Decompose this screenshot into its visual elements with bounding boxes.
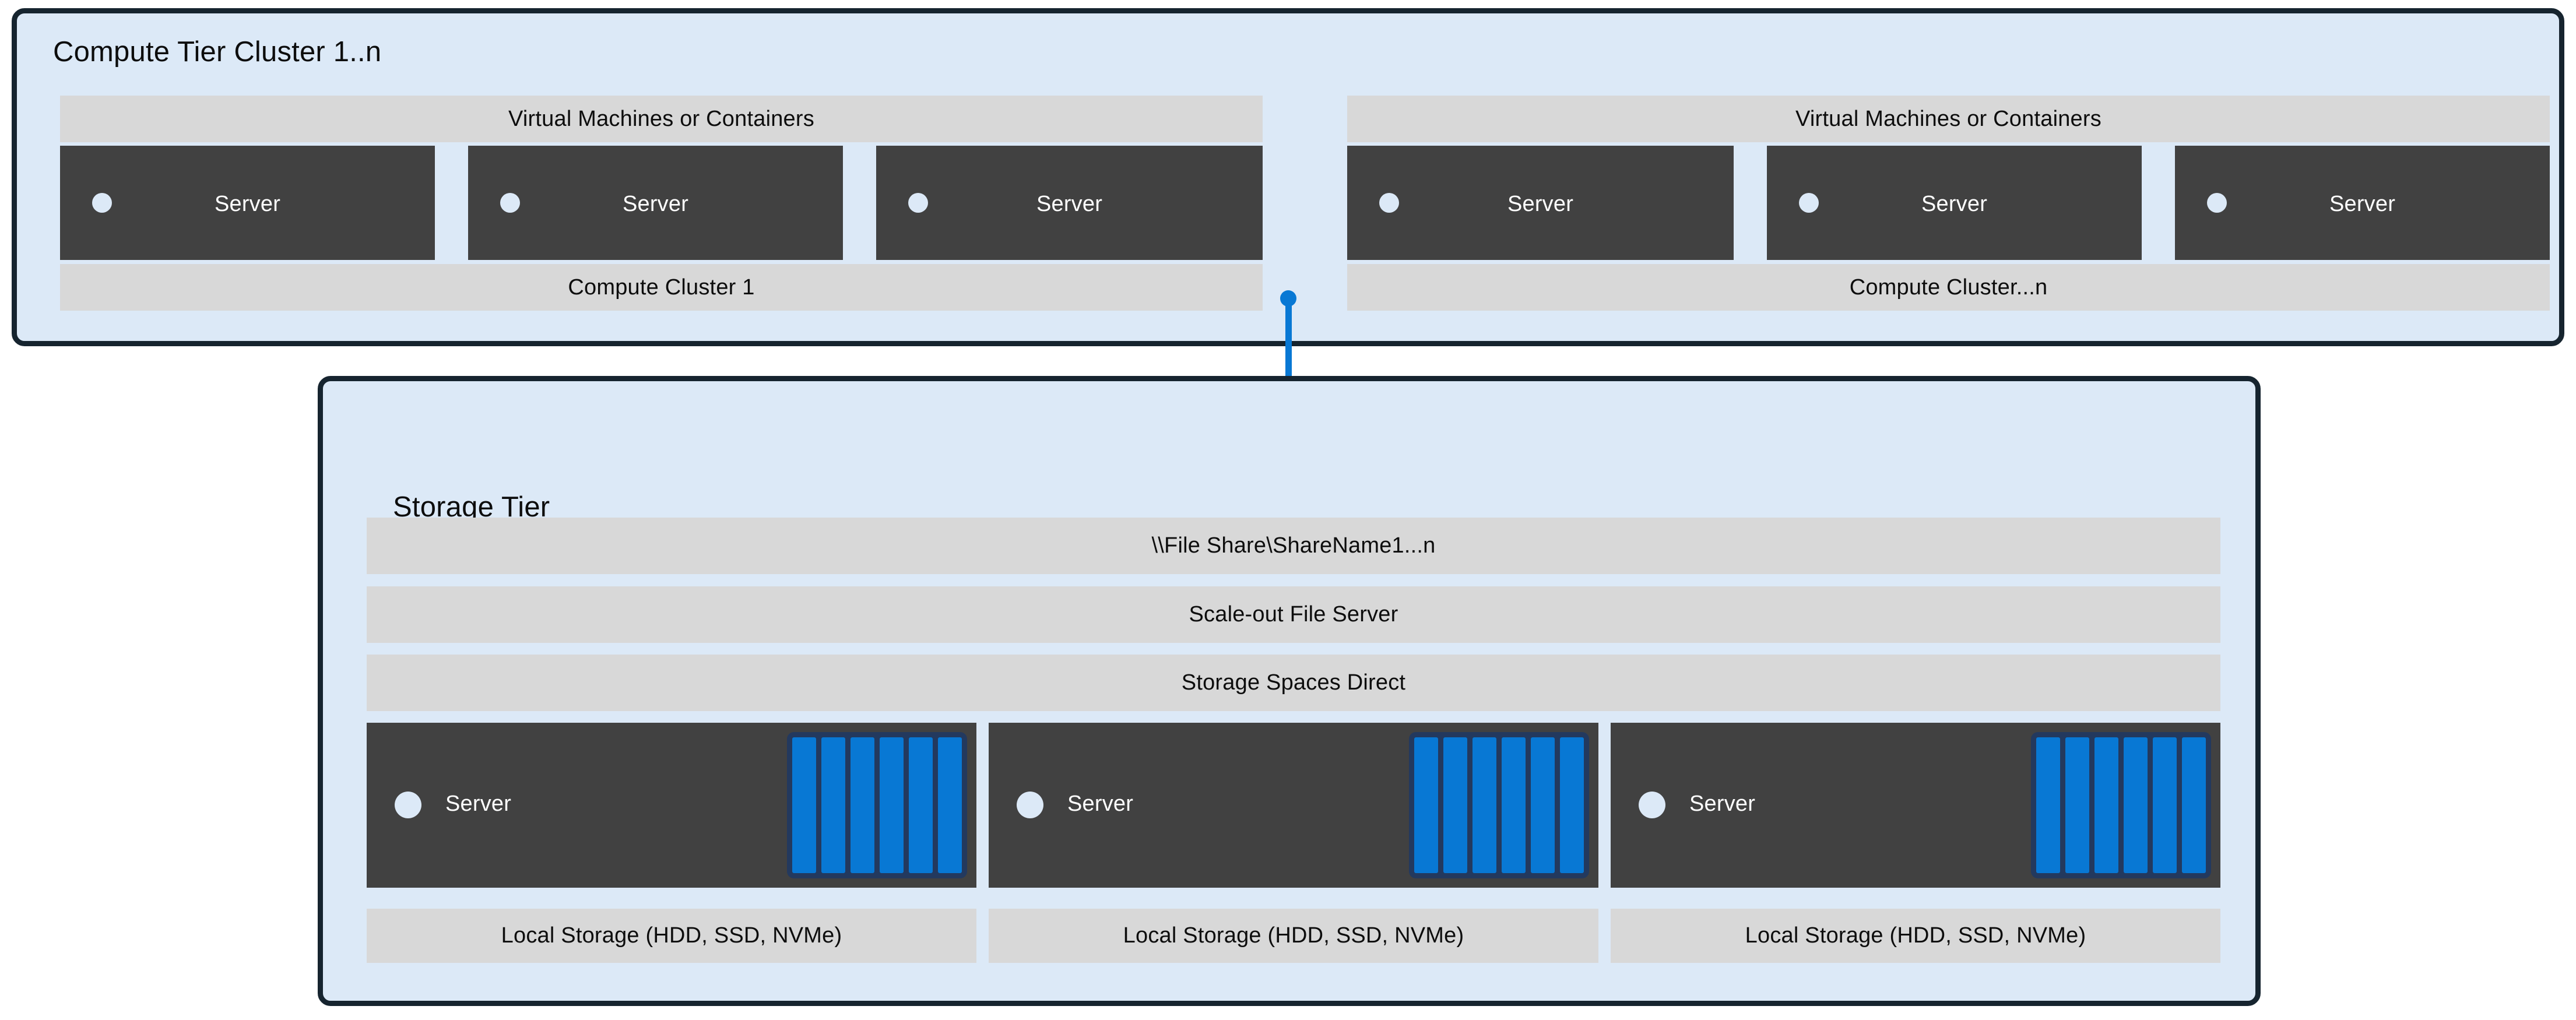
- drive-icon: [2094, 737, 2118, 873]
- cluster2-vm-band-label: Virtual Machines or Containers: [1795, 106, 2101, 131]
- server-status-led-icon: [500, 193, 520, 213]
- cluster1-name-label: Compute Cluster 1: [568, 275, 755, 300]
- storage-server-2-label: Server: [1067, 792, 1134, 816]
- cluster1-server-1: Server: [60, 146, 435, 260]
- local-storage-label-2: Local Storage (HDD, SSD, NVMe): [1123, 923, 1464, 948]
- cluster2-server-3-label: Server: [2329, 192, 2396, 216]
- storage-server-3: Server: [1611, 723, 2220, 888]
- connector-line: [1285, 298, 1292, 409]
- cluster1-vm-band: Virtual Machines or Containers: [60, 96, 1263, 142]
- cluster1-server-2: Server: [468, 146, 843, 260]
- drive-icon: [2065, 737, 2089, 873]
- storage-spaces-direct-label: Storage Spaces Direct: [1181, 670, 1406, 695]
- storage-server-3-label: Server: [1689, 792, 1756, 816]
- local-storage-label-1: Local Storage (HDD, SSD, NVMe): [501, 923, 842, 948]
- server-status-led-icon: [1639, 792, 1665, 818]
- drive-icon: [1502, 737, 1526, 873]
- cluster2-server-1: Server: [1347, 146, 1734, 260]
- server-status-led-icon: [92, 193, 112, 213]
- storage-server-1-label: Server: [445, 792, 512, 816]
- cluster1-server-2-label: Server: [622, 192, 689, 216]
- cluster2-vm-band: Virtual Machines or Containers: [1347, 96, 2550, 142]
- drive-bay-group: [2031, 732, 2211, 878]
- cluster1-name-band: Compute Cluster 1: [60, 264, 1263, 311]
- storage-server-1: Server: [367, 723, 976, 888]
- local-storage-band-2: Local Storage (HDD, SSD, NVMe): [989, 909, 1598, 963]
- local-storage-label-3: Local Storage (HDD, SSD, NVMe): [1745, 923, 2086, 948]
- cluster2-server-1-label: Server: [1507, 192, 1574, 216]
- cluster2-server-2: Server: [1767, 146, 2142, 260]
- drive-icon: [851, 737, 874, 873]
- cluster1-server-3-label: Server: [1036, 192, 1103, 216]
- drive-icon: [2036, 737, 2060, 873]
- server-status-led-icon: [1017, 792, 1043, 818]
- cluster1-server-3: Server: [876, 146, 1263, 260]
- drive-icon: [1443, 737, 1467, 873]
- drive-icon: [1414, 737, 1438, 873]
- server-status-led-icon: [908, 193, 928, 213]
- drive-bay-group: [1409, 732, 1589, 878]
- cluster1-vm-band-label: Virtual Machines or Containers: [508, 106, 814, 131]
- file-share-label: \\File Share\ShareName1...n: [1151, 533, 1436, 558]
- drive-icon: [792, 737, 816, 873]
- file-share-band: \\File Share\ShareName1...n: [367, 518, 2220, 574]
- drive-icon: [2124, 737, 2148, 873]
- server-status-led-icon: [395, 792, 421, 818]
- server-status-led-icon: [1379, 193, 1399, 213]
- cluster2-name-band: Compute Cluster...n: [1347, 264, 2550, 311]
- drive-icon: [1560, 737, 1584, 873]
- storage-spaces-direct-band: Storage Spaces Direct: [367, 655, 2220, 711]
- drive-icon: [909, 737, 933, 873]
- cluster1-server-1-label: Server: [214, 192, 281, 216]
- local-storage-band-1: Local Storage (HDD, SSD, NVMe): [367, 909, 976, 963]
- scale-out-file-server-band: Scale-out File Server: [367, 586, 2220, 643]
- drive-bay-group: [787, 732, 967, 878]
- drive-icon: [2182, 737, 2206, 873]
- local-storage-band-3: Local Storage (HDD, SSD, NVMe): [1611, 909, 2220, 963]
- drive-icon: [821, 737, 845, 873]
- cluster2-server-3: Server: [2175, 146, 2550, 260]
- drive-icon: [938, 737, 962, 873]
- compute-tier-container: Compute Tier Cluster 1..n Virtual Machin…: [12, 8, 2564, 346]
- drive-icon: [1472, 737, 1496, 873]
- cluster2-name-label: Compute Cluster...n: [1849, 275, 2048, 300]
- cluster2-server-2-label: Server: [1921, 192, 1988, 216]
- drive-icon: [880, 737, 904, 873]
- server-status-led-icon: [2207, 193, 2227, 213]
- drive-icon: [1531, 737, 1555, 873]
- compute-tier-title: Compute Tier Cluster 1..n: [53, 36, 382, 68]
- storage-tier-container: Storage Tier \\File Share\ShareName1...n…: [318, 376, 2261, 1006]
- storage-server-2: Server: [989, 723, 1598, 888]
- scale-out-file-server-label: Scale-out File Server: [1189, 602, 1398, 627]
- server-status-led-icon: [1799, 193, 1819, 213]
- drive-icon: [2153, 737, 2177, 873]
